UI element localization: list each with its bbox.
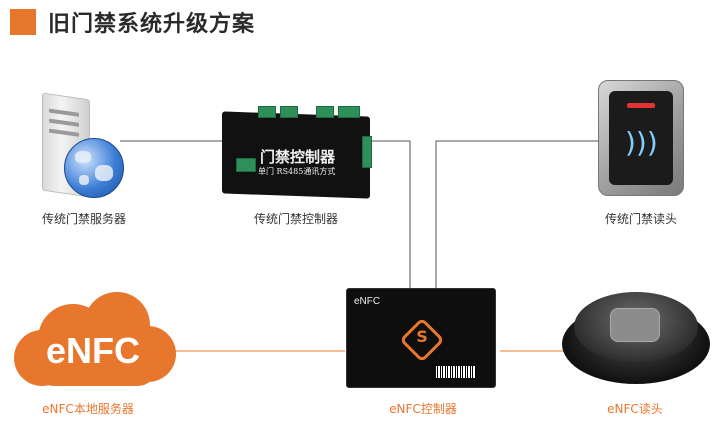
legacy-reader: ))) [598, 80, 684, 196]
enfc-controller-label: eNFC控制器 [389, 402, 457, 416]
enfc-server-label: eNFC本地服务器 [42, 402, 134, 416]
wire-controller-to-enfc-controller [368, 140, 411, 290]
enfc-controller: eNFC S [346, 288, 496, 388]
legacy-reader-label: 传统门禁读头 [604, 212, 677, 226]
cloud-text: eNFC [46, 330, 141, 371]
page-title-row: 旧门禁系统升级方案 [10, 6, 255, 38]
controller-board-title: 门禁控制器 [260, 148, 336, 166]
wire-reader-to-enfc-controller [435, 140, 598, 290]
barcode-icon [436, 366, 476, 378]
enfc-server-cloud: eNFC [10, 290, 178, 390]
reader-housing: ))) [598, 80, 684, 196]
controller-board-subtitle: 单门 RS485通讯方式 [258, 167, 336, 176]
enfc-board-title: eNFC [354, 296, 381, 307]
enfc-reader [562, 286, 712, 390]
wifi-icon: ))) [625, 126, 658, 159]
legacy-server-label: 传统门禁服务器 [41, 212, 126, 226]
title-marker [10, 9, 36, 35]
legacy-controller-label: 传统门禁控制器 [253, 212, 338, 226]
enfc-reader-label: eNFC读头 [607, 402, 663, 416]
page-title: 旧门禁系统升级方案 [48, 12, 256, 37]
legacy-controller: 门禁控制器 单门 RS485通讯方式 [222, 106, 372, 202]
legacy-server [38, 92, 128, 200]
enfc-logo-icon: S [416, 327, 428, 346]
